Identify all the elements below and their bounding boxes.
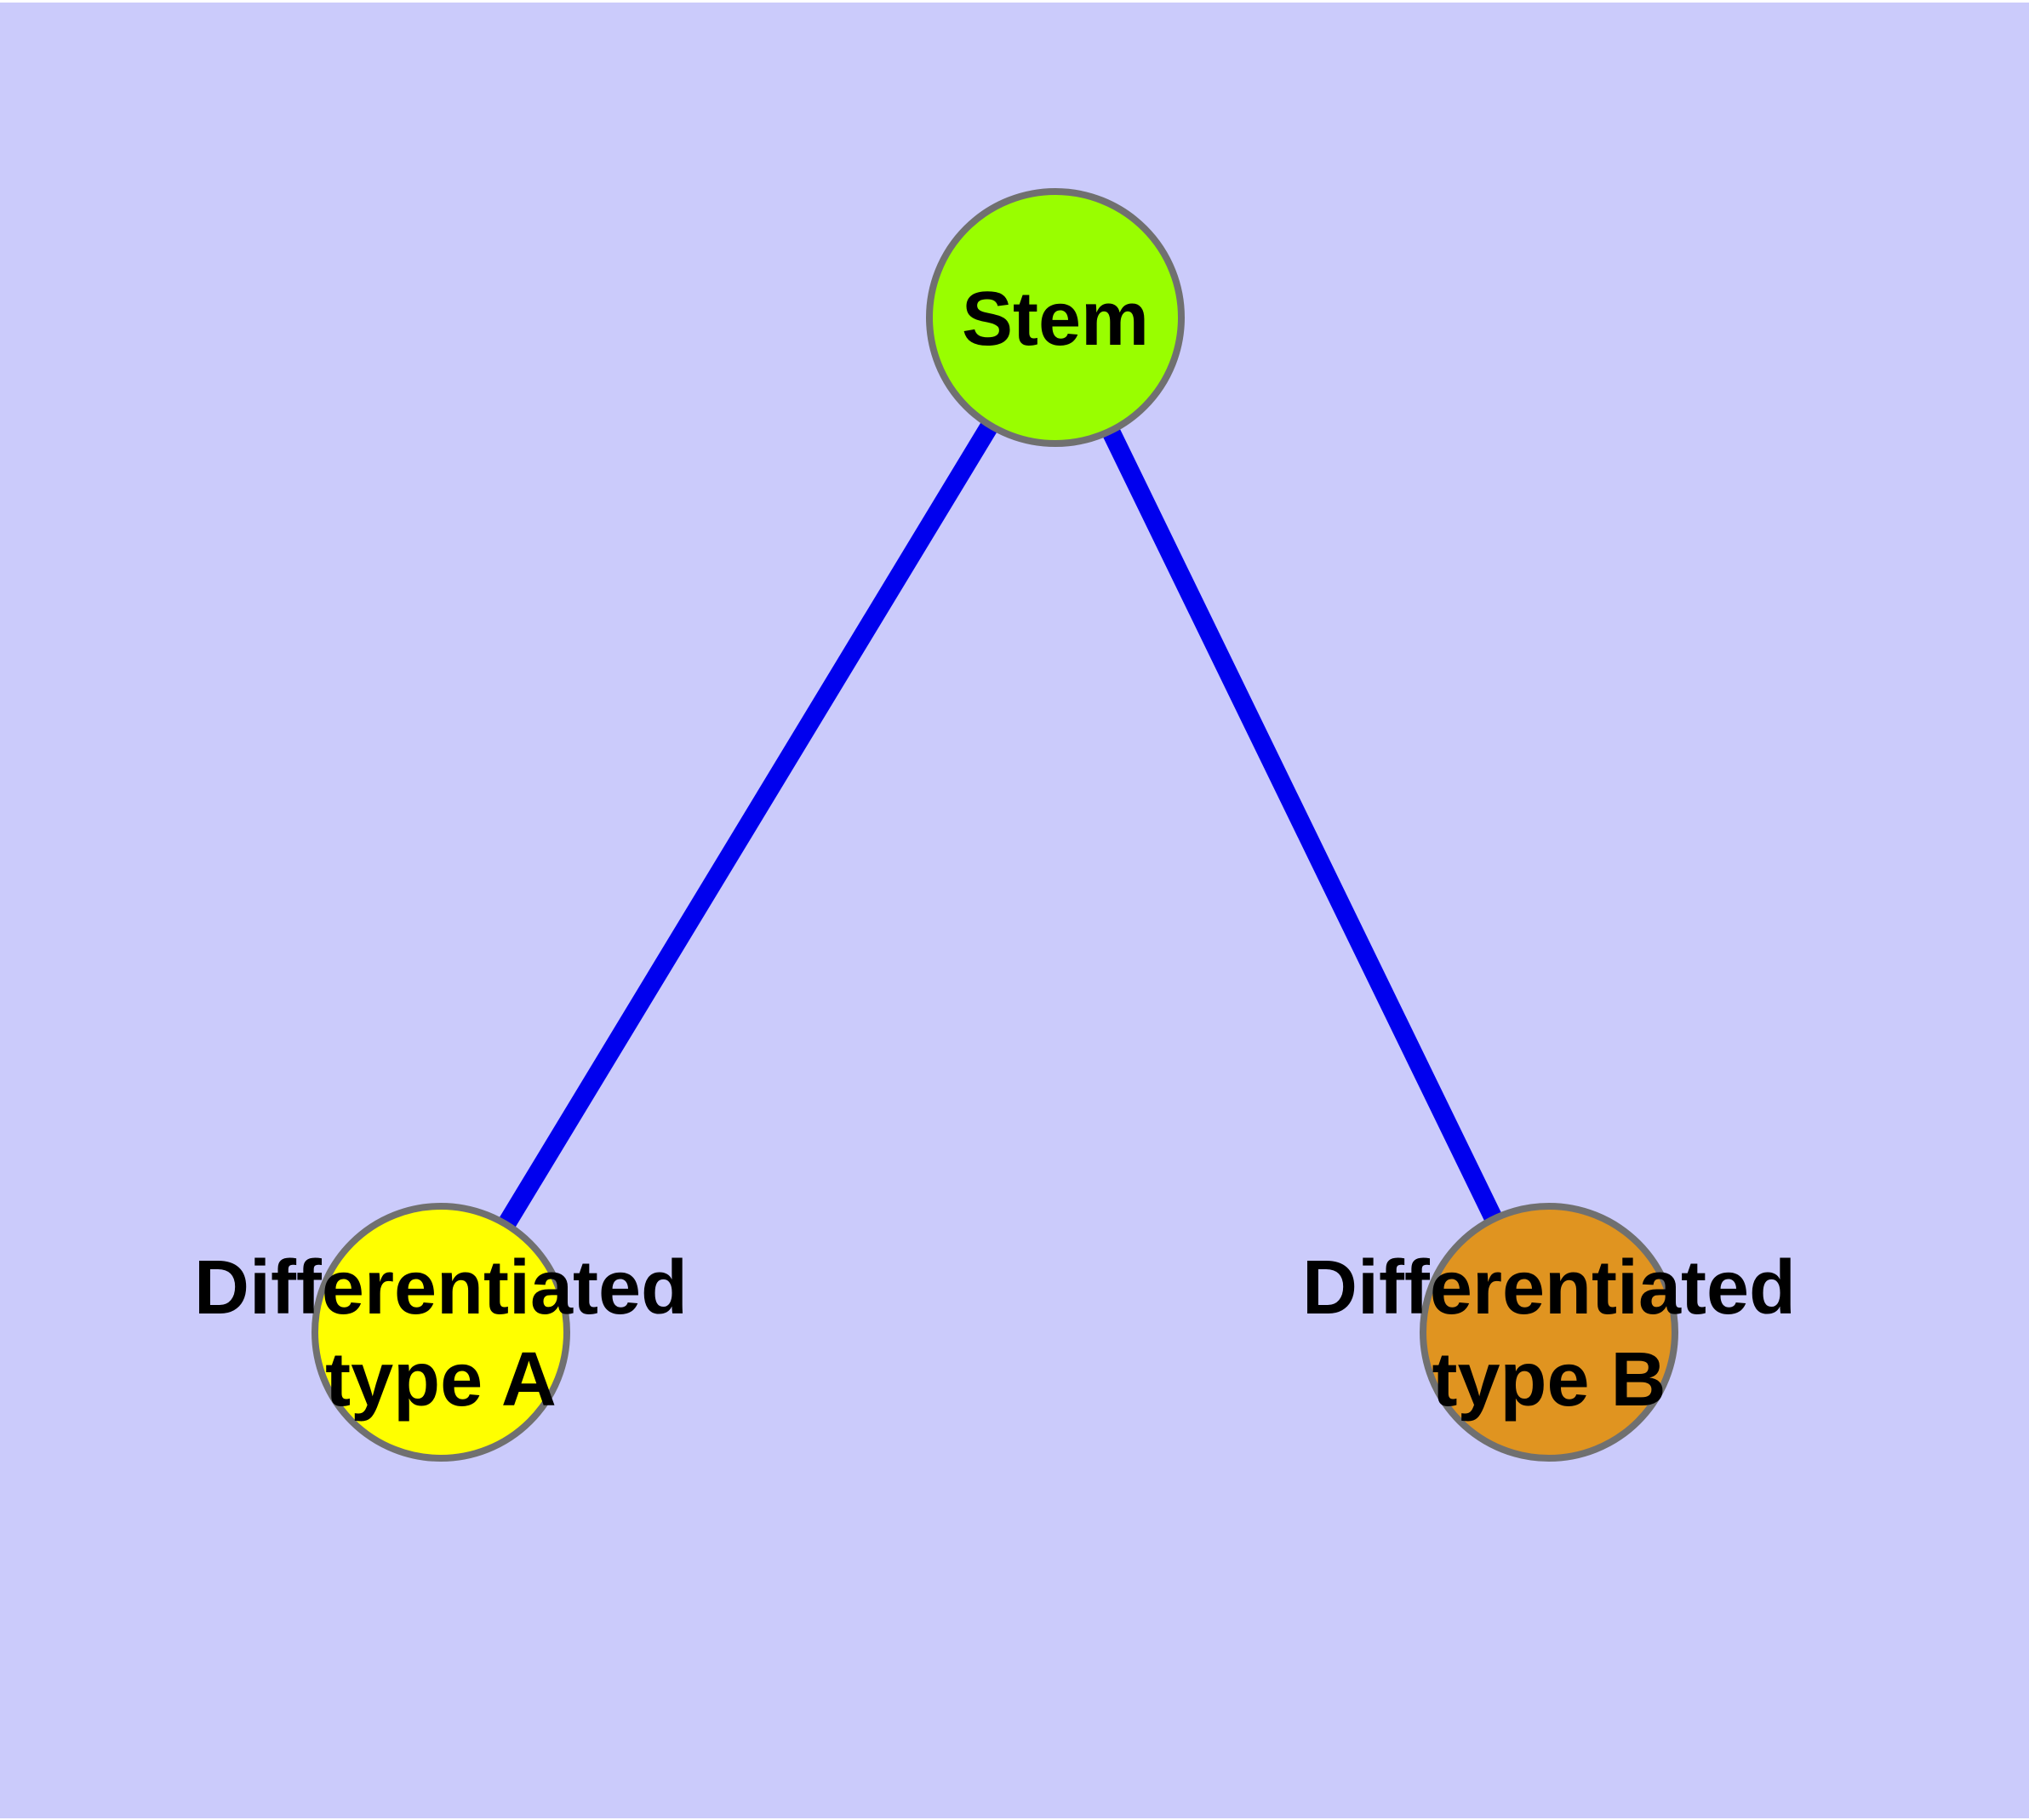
node-label-line: Stem	[962, 277, 1149, 362]
node-stem	[926, 188, 1185, 447]
node-label-line: Differentiated	[1302, 1245, 1796, 1331]
top-strip	[0, 0, 2029, 3]
node-label-line: Differentiated	[194, 1245, 688, 1331]
node-diff-b	[1420, 1203, 1678, 1462]
node-diff-a	[311, 1203, 570, 1462]
node-label-stem: Stem	[962, 277, 1149, 362]
edge-stem-diff-a	[432, 312, 1064, 1337]
edge-stem-diff-b	[1047, 313, 1557, 1336]
node-label-line: type B	[1432, 1337, 1666, 1422]
node-label-line: type A	[325, 1337, 557, 1422]
